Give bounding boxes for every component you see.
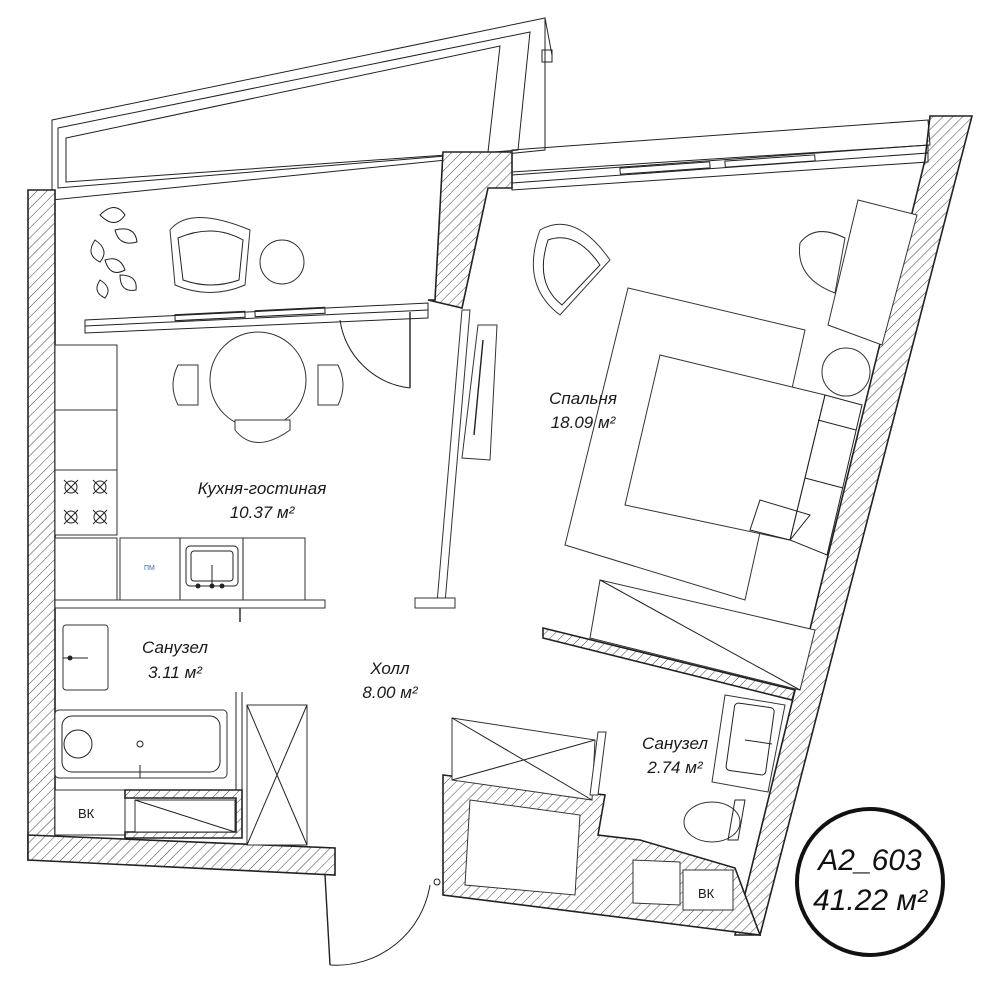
toilet-icon: [683, 801, 741, 843]
unit-badge: A2_603 41.22 м²: [795, 807, 945, 957]
armchair-icon: [169, 217, 251, 293]
unit-code: A2_603: [816, 844, 922, 877]
bathroom-left: ВК: [54, 624, 308, 846]
chair-icon: [234, 419, 291, 443]
chair-icon: [172, 364, 199, 406]
window-bedroom: [511, 119, 931, 191]
side-table-icon: [821, 347, 871, 397]
chair-icon: [317, 364, 344, 406]
bedroom-area: [532, 199, 918, 691]
bath-right-name: Санузел: [642, 734, 708, 753]
bedroom-area-value: 18.09 м²: [551, 413, 617, 432]
balcony-furniture: [90, 207, 305, 299]
hall-area-value: 8.00 м²: [362, 683, 418, 702]
bathroom-right: [683, 694, 786, 843]
kitchen-name: Кухня-гостиная: [198, 479, 327, 498]
dining-table-icon: [209, 331, 307, 429]
room-labels: Кухня-гостиная 10.37 м² Спальня 18.09 м²…: [142, 389, 708, 777]
side-table-icon: [259, 239, 305, 285]
bathtub-icon: [54, 709, 228, 779]
bottom-right-voids: ВК: [464, 799, 734, 911]
desk-icon: [827, 199, 918, 346]
plant-icon: [90, 207, 138, 299]
armchair-icon: [532, 223, 611, 316]
chair-icon: [798, 231, 846, 294]
bath-right-area-value: 2.74 м²: [646, 758, 703, 777]
hall-name: Холл: [369, 659, 410, 678]
pm-label: ПМ: [144, 565, 155, 572]
bedroom-name: Спальня: [549, 389, 617, 408]
bath-left-name: Санузел: [142, 638, 208, 657]
kitchen-area-value: 10.37 м²: [230, 503, 296, 522]
bath-left-area-value: 3.11 м²: [148, 663, 203, 682]
vk-label-right: ВК: [698, 886, 715, 901]
doors-partitions: [324, 309, 607, 966]
kitchen-area: ПМ: [54, 331, 344, 622]
vk-label-left: ВК: [78, 806, 95, 821]
unit-total-area: 41.22 м²: [813, 884, 928, 917]
window-kitchen: [84, 302, 429, 334]
